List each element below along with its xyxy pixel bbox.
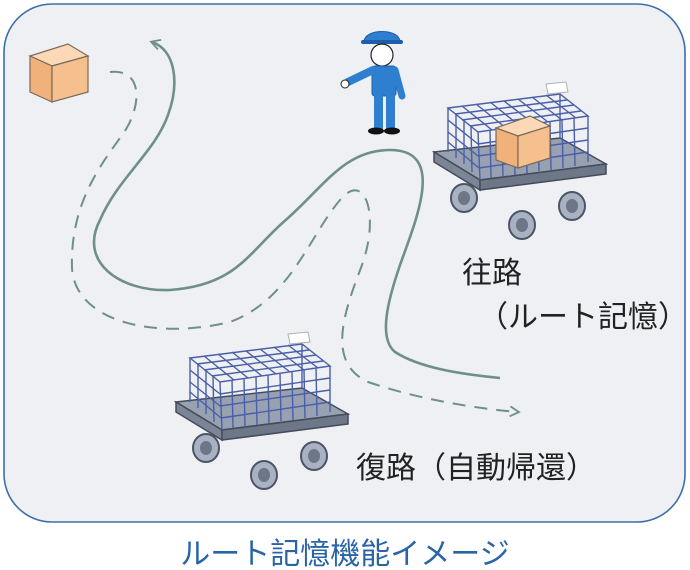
return-route-line [70,70,521,418]
outbound-route-line [92,39,501,380]
worker-icon [340,31,406,135]
cart-box-icon [494,115,552,169]
outbound-label: 往路 [462,256,522,291]
outbound-cage-cart-icon [433,81,607,240]
outbound-sublabel: （ルート記憶） [478,300,688,335]
return-label: 復路（自動帰還） [356,451,596,486]
cardboard-box-icon [28,43,90,103]
diagram-caption: ルート記憶機能イメージ [180,537,510,570]
